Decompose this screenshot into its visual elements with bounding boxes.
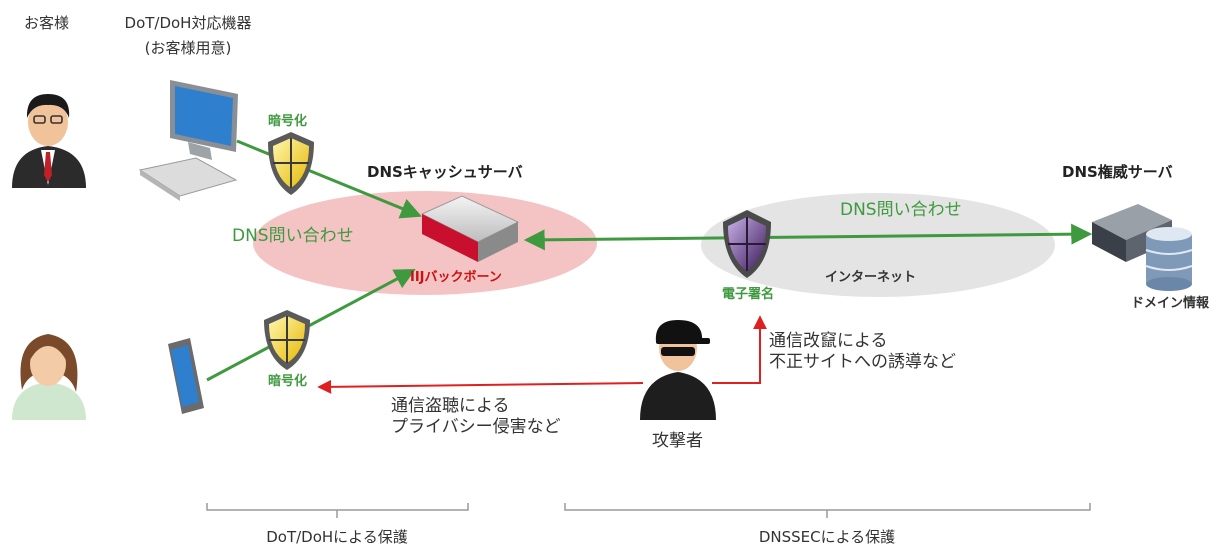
eavesdrop-label: 通信盗聴による プライバシー侵害など — [391, 396, 561, 439]
shield-icon — [723, 210, 771, 278]
internet-label: インターネット — [825, 270, 917, 285]
dnssec-bracket — [564, 503, 1091, 518]
dot-doh-bracket — [206, 503, 469, 518]
shield-icon — [264, 310, 310, 370]
domain-info-label: ドメイン情報 — [1131, 296, 1210, 311]
iij-backbone-label: IIJバックボーン — [410, 270, 502, 285]
device-header-line2: (お客様用意) — [144, 38, 232, 57]
dns-query-left-label: DNS問い合わせ — [232, 226, 354, 246]
server-icon — [420, 195, 520, 262]
dns-query-right-label: DNS問い合わせ — [840, 200, 962, 220]
eavesdrop-line1: 通信盗聴による — [391, 396, 510, 416]
authoritative-server-label: DNS権威サーバ — [1062, 163, 1173, 181]
cache-server-label: DNSキャッシュサーバ — [367, 163, 523, 181]
device-header-line1: DoT/DoH対応機器 — [124, 14, 252, 32]
tampering-line1: 通信改竄による — [769, 331, 888, 351]
database-icon — [1145, 227, 1193, 291]
customer-header: お客様 — [24, 14, 70, 32]
pc-to-cache-arrow — [236, 139, 422, 219]
dot-doh-protection-label: DoT/DoHによる保護 — [266, 528, 408, 546]
cache-authoritative-arrow — [523, 223, 1093, 251]
encryption-label-bottom: 暗号化 — [268, 374, 308, 389]
eavesdrop-line2: プライバシー侵害など — [391, 417, 561, 438]
woman-avatar-icon — [12, 334, 86, 420]
digital-signature-label: 電子署名 — [722, 287, 775, 302]
man-avatar-icon — [12, 94, 86, 188]
tampering-line2: 不正サイトへの誘導など — [769, 352, 956, 373]
smartphone-icon — [168, 338, 204, 414]
desktop-pc-icon — [138, 80, 238, 201]
shield-icon — [268, 132, 314, 195]
attacker-label: 攻撃者 — [652, 431, 703, 451]
attacker-eavesdrop-arrow — [317, 379, 644, 394]
encryption-label-top: 暗号化 — [268, 114, 308, 129]
attacker-tamper-arrow — [712, 315, 767, 384]
tampering-label: 通信改竄による 不正サイトへの誘導など — [769, 331, 956, 374]
iij-backbone-zone — [253, 191, 597, 295]
device-header: DoT/DoH対応機器 (お客様用意) — [113, 14, 263, 58]
hacker-icon — [640, 320, 716, 420]
dnssec-protection-label: DNSSECによる保護 — [758, 528, 896, 546]
